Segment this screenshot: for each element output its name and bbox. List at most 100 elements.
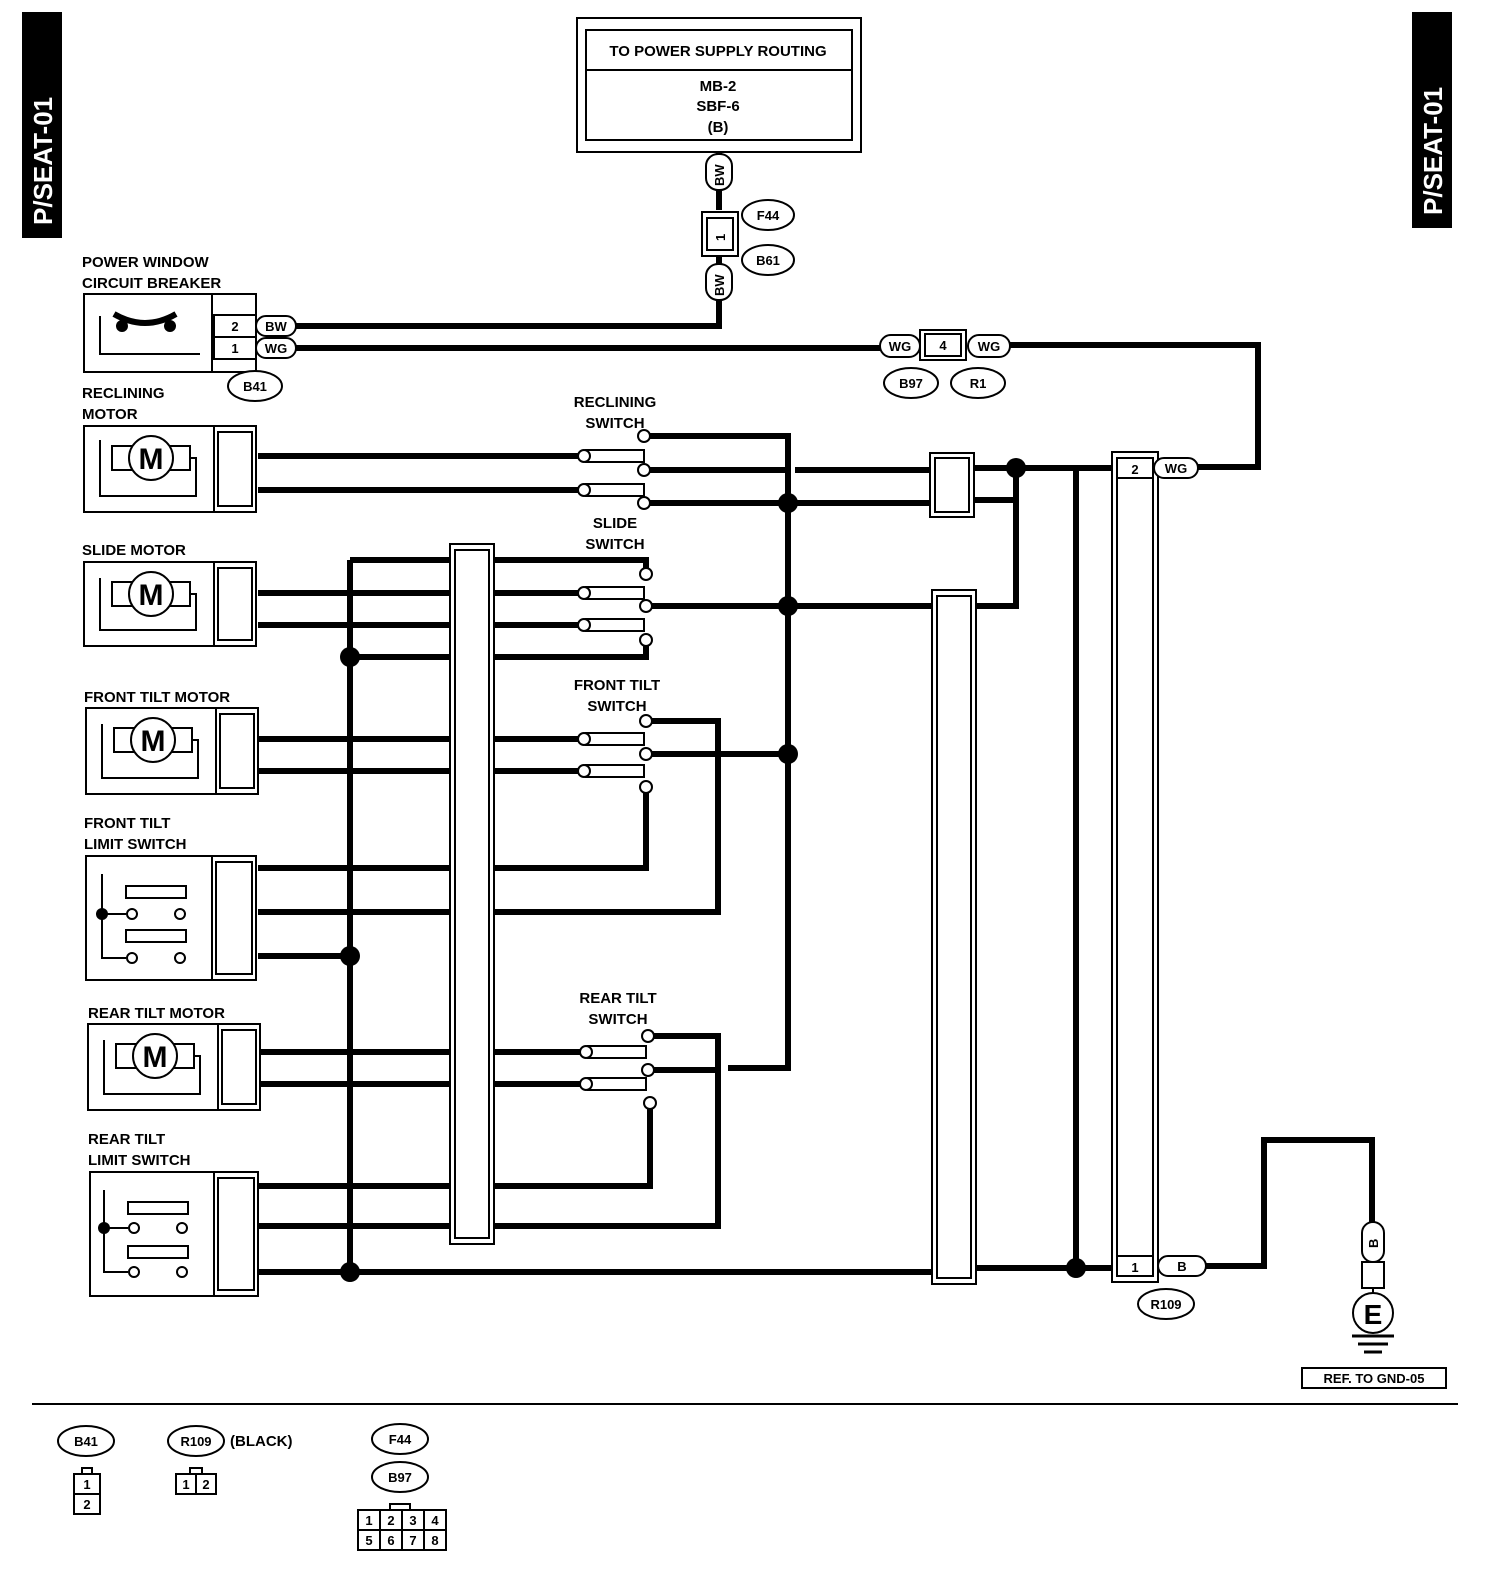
f44-pin-1: 1 xyxy=(713,234,728,241)
legend-r109: R109 (BLACK) 1 2 xyxy=(167,1425,292,1495)
rear-tilt-limit-switch: REAR TILT LIMIT SWITCH xyxy=(88,1131,259,1297)
splice-dot xyxy=(778,596,798,616)
harness-connector-mid xyxy=(931,589,977,1285)
legend-b41-tag: B41 xyxy=(74,1434,98,1449)
front-tilt-switch-label-2: SWITCH xyxy=(587,698,646,715)
front-tilt-motor: FRONT TILT MOTOR M xyxy=(84,689,259,795)
front-tilt-motor-label: FRONT TILT MOTOR xyxy=(84,689,230,706)
power-supply-box: TO POWER SUPPLY ROUTING MB-2 SBF-6 (B) xyxy=(576,17,862,153)
legend-8pin-grid: 1 2 3 4 5 6 7 8 xyxy=(357,1509,447,1551)
page-tab-right-label: P/SEAT-01 xyxy=(1418,87,1448,215)
legend-b41-pin-1: 1 xyxy=(83,1477,90,1492)
connector-tag-b61: B61 xyxy=(756,253,780,268)
rear-tilt-switch: REAR TILT SWITCH xyxy=(579,990,657,1110)
legend-pin-4: 4 xyxy=(431,1513,439,1528)
wire-label-bw: BW xyxy=(265,319,287,334)
legend-pin-7: 7 xyxy=(409,1533,416,1548)
rear-tilt-switch-label-2: SWITCH xyxy=(588,1011,647,1028)
slide-switch: SLIDE SWITCH xyxy=(577,515,653,647)
breaker-label-2: CIRCUIT BREAKER xyxy=(82,275,221,292)
breaker-pin-2: 2 xyxy=(231,319,238,334)
legend-f44-b97: F44 B97 1 2 3 4 5 6 7 8 xyxy=(357,1423,447,1551)
splice-dot xyxy=(1066,1258,1086,1278)
breaker-pin-1: 1 xyxy=(231,341,238,356)
reclining-switch: RECLINING SWITCH xyxy=(574,394,657,510)
wire-label-b: B xyxy=(1177,1259,1186,1274)
connector-b97-r1: WG 4 WG B97 R1 xyxy=(879,329,1011,399)
legend-pin-8: 8 xyxy=(431,1533,438,1548)
splice-dot xyxy=(778,493,798,513)
motor-icon: M xyxy=(139,579,164,612)
ground-icon: E xyxy=(1364,1299,1383,1330)
rear-tilt-limit-label-1: REAR TILT xyxy=(88,1131,165,1148)
rear-tilt-switch-label-1: REAR TILT xyxy=(579,990,656,1007)
motor-icon: M xyxy=(141,725,166,758)
wires xyxy=(258,152,1375,1275)
slide-motor-label: SLIDE MOTOR xyxy=(82,542,186,559)
motor-icon: M xyxy=(143,1041,168,1074)
legend-r109-note: (BLACK) xyxy=(230,1433,292,1450)
power-supply-line-1: MB-2 xyxy=(700,78,737,95)
connector-f44-b61: BW 1 BW F44 B61 xyxy=(701,153,795,301)
rear-tilt-limit-label-2: LIMIT SWITCH xyxy=(88,1152,190,1169)
wire-label-wg: WG xyxy=(1165,461,1187,476)
front-tilt-switch-label-1: FRONT TILT xyxy=(574,677,660,694)
splice-dot xyxy=(1006,458,1026,478)
connector-r109-block: 2 1 xyxy=(1111,451,1159,1283)
reclining-motor-label-1: RECLINING xyxy=(82,385,165,402)
page-tab-right: P/SEAT-01 xyxy=(1412,12,1452,228)
legend-f44-tag: F44 xyxy=(389,1432,412,1447)
legend-r109-tag: R109 xyxy=(180,1434,211,1449)
wire-label-bw: BW xyxy=(712,164,727,186)
legend-pin-2: 2 xyxy=(387,1513,394,1528)
reclining-switch-label-1: RECLINING xyxy=(574,394,657,411)
legend-pin-6: 6 xyxy=(387,1533,394,1548)
wire-label-wg: WG xyxy=(978,339,1000,354)
legend-pin-1: 1 xyxy=(365,1513,372,1528)
front-tilt-limit-switch: FRONT TILT LIMIT SWITCH xyxy=(84,815,257,981)
wire-label-wg: WG xyxy=(265,341,287,356)
connector-tag-r1: R1 xyxy=(970,376,987,391)
r109-pin-2: 2 xyxy=(1131,462,1138,477)
power-supply-line-3: (B) xyxy=(708,119,729,136)
harness-connector-left xyxy=(449,543,495,1245)
connector-tag-f44: F44 xyxy=(757,208,780,223)
legend-b41-pin-2: 2 xyxy=(83,1497,90,1512)
legend-b41: B41 1 2 xyxy=(57,1425,115,1515)
wire-label-wg: WG xyxy=(889,339,911,354)
slide-switch-label-2: SWITCH xyxy=(585,536,644,553)
wire-label-b: B xyxy=(1366,1239,1381,1248)
slide-switch-label-1: SLIDE xyxy=(593,515,637,532)
legend-b97-tag: B97 xyxy=(388,1470,412,1485)
splice-dot xyxy=(778,744,798,764)
wire-label-bw: BW xyxy=(712,274,727,296)
rear-tilt-motor: REAR TILT MOTOR M xyxy=(87,1005,261,1111)
connector-tag-b97: B97 xyxy=(899,376,923,391)
slide-motor: SLIDE MOTOR M xyxy=(82,542,257,647)
legend-r109-pin-1: 1 xyxy=(182,1477,189,1492)
page-tab-left: P/SEAT-01 xyxy=(22,12,62,238)
harness-connector-mid-top xyxy=(929,452,975,518)
ground: B E REF. TO GND-05 xyxy=(1301,1221,1447,1389)
ground-ref: REF. TO GND-05 xyxy=(1324,1371,1425,1386)
connector-tag-r109: R109 xyxy=(1150,1297,1181,1312)
front-tilt-switch: FRONT TILT SWITCH xyxy=(574,677,660,794)
reclining-switch-label-2: SWITCH xyxy=(585,415,644,432)
splice-dot xyxy=(340,946,360,966)
splice-dot xyxy=(340,647,360,667)
connector-tag-b41: B41 xyxy=(243,379,267,394)
splice-dot xyxy=(340,1262,360,1282)
page-tab-left-label: P/SEAT-01 xyxy=(28,97,58,225)
power-supply-title: TO POWER SUPPLY ROUTING xyxy=(609,43,826,60)
power-window-circuit-breaker: POWER WINDOW CIRCUIT BREAKER 2 1 BW WG B… xyxy=(82,254,297,402)
rear-tilt-motor-label: REAR TILT MOTOR xyxy=(88,1005,225,1022)
r109-wg-label: WG xyxy=(1153,457,1199,479)
legend-r109-pin-2: 2 xyxy=(202,1477,209,1492)
breaker-label-1: POWER WINDOW xyxy=(82,254,209,271)
r109-pin-1: 1 xyxy=(1131,1260,1138,1275)
reclining-motor: RECLINING MOTOR M xyxy=(82,385,257,513)
r109-b-label: B R109 xyxy=(1137,1255,1207,1320)
power-supply-line-2: SBF-6 xyxy=(696,98,739,115)
splice-points xyxy=(340,458,1086,1282)
